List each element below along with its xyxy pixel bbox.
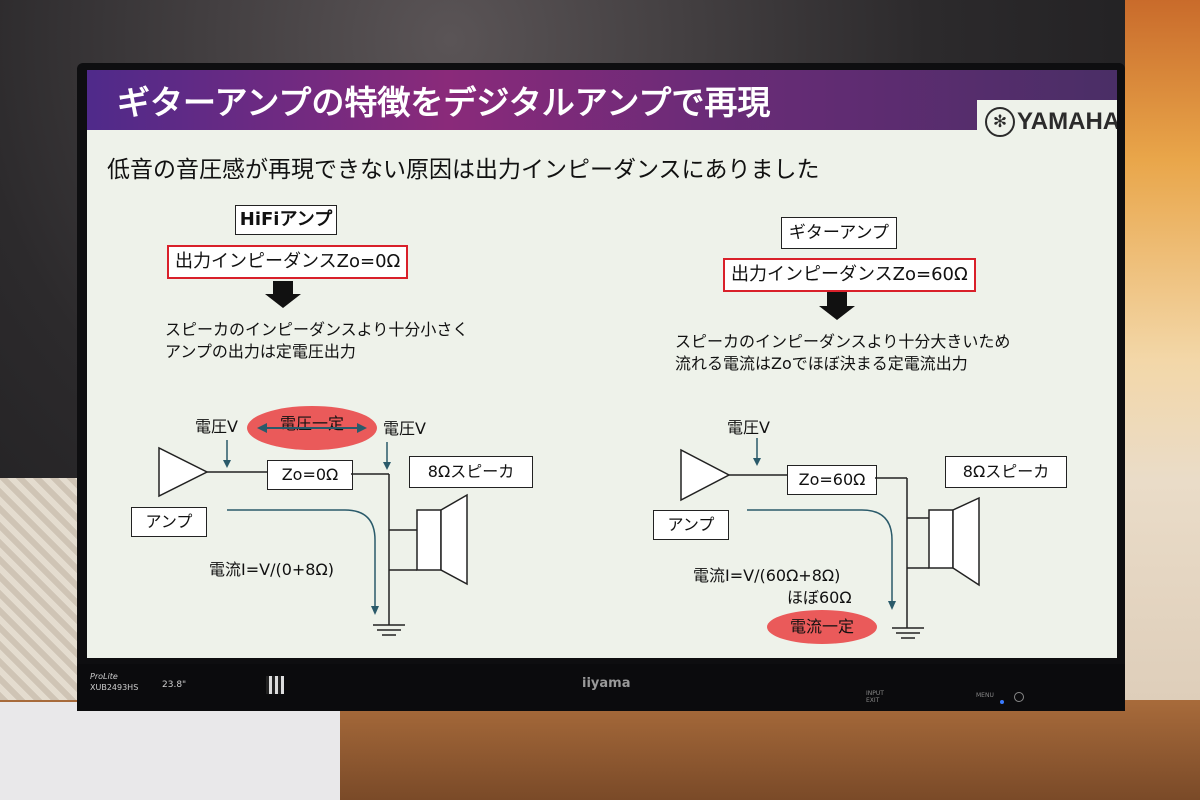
hifi-speaker-cone <box>440 493 468 586</box>
slide-header <box>87 70 1117 130</box>
hifi-speaker-body <box>416 509 442 571</box>
hifi-impedance: 出力インピーダンスZo=0Ω <box>167 245 409 279</box>
circuit-diagrams <box>158 281 980 639</box>
monitor-size: 23.8" <box>162 680 187 690</box>
guitar-amp-triangle <box>680 448 731 502</box>
hifi-speaker-label: 8Ωスピーカ <box>409 456 533 488</box>
guitar-heading: ギターアンプ <box>781 217 897 249</box>
guitar-current-constant-highlight: 電流一定 <box>767 610 877 644</box>
hifi-resistor: Zo=0Ω <box>267 460 353 490</box>
guitar-amp-label: アンプ <box>653 510 729 540</box>
guitar-current-constant-label: 電流一定 <box>789 617 854 636</box>
hifi-down-arrow-icon <box>265 281 301 308</box>
hifi-note-line1: スピーカのインピーダンスより十分小さく <box>165 320 469 339</box>
slide-title: ギターアンプの特徴をデジタルアンプで再現 <box>117 83 771 122</box>
cloth <box>0 478 88 700</box>
hifi-note-line2: アンプの出力は定電圧出力 <box>165 342 356 361</box>
guitar-current-approx: ほぼ60Ω <box>787 588 852 607</box>
monitor-model-line1: ProLite <box>90 672 118 681</box>
tuning-fork-logo-icon: ✻ <box>985 107 1015 137</box>
monitor-menu-button[interactable]: MENU <box>976 692 994 699</box>
qr-code-icon <box>266 676 284 694</box>
slide-subtitle: 低音の音圧感が再現できない原因は出力インピーダンスにありました <box>107 157 820 183</box>
hifi-heading: HiFiアンプ <box>235 205 337 235</box>
guitar-note-line2: 流れる電流はZoでほぼ決まる定電流出力 <box>675 354 968 373</box>
guitar-impedance: 出力インピーダンスZo=60Ω <box>723 258 976 292</box>
monitor-bezel-bottom <box>77 664 1125 711</box>
hifi-current-formula: 電流I=V/(0+8Ω) <box>209 560 334 579</box>
paper-sheet <box>0 702 340 800</box>
guitar-resistor: Zo=60Ω <box>787 465 877 495</box>
monitor-input-button[interactable]: INPUT EXIT <box>866 690 884 704</box>
brand-name: YAMAHA <box>1017 108 1117 135</box>
guitar-current-formula: 電流I=V/(60Ω+8Ω) <box>693 566 841 585</box>
hifi-voltage-left: 電圧V <box>195 417 238 436</box>
power-led-icon[interactable] <box>1000 700 1004 704</box>
guitar-speaker-label: 8Ωスピーカ <box>945 456 1067 488</box>
guitar-note-line1: スピーカのインピーダンスより十分大きいため <box>675 332 1011 351</box>
monitor-screen: ギターアンプの特徴をデジタルアンプで再現 ✻ YAMAHA 低音の音圧感が再現で… <box>87 70 1117 658</box>
guitar-speaker-body <box>928 509 954 569</box>
hifi-amp-label: アンプ <box>131 507 207 537</box>
monitor-model-line2: XUB2493HS <box>90 683 139 692</box>
background-poster <box>1125 0 1200 800</box>
power-button-icon[interactable] <box>1014 692 1024 702</box>
hifi-voltage-right: 電圧V <box>383 419 426 438</box>
guitar-voltage: 電圧V <box>727 418 770 437</box>
guitar-down-arrow-icon <box>819 292 855 320</box>
monitor-brand: iiyama <box>582 676 631 691</box>
hifi-amp-triangle <box>158 446 209 498</box>
guitar-speaker-cone <box>952 496 980 587</box>
